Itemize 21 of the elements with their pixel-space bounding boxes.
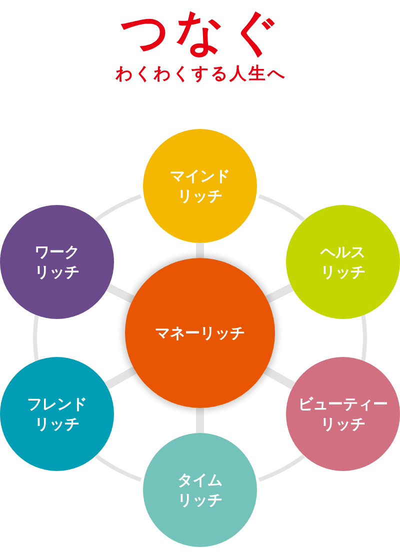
title: つなぐ	[120, 4, 286, 60]
node-label: フレンドリッチ	[26, 394, 88, 434]
node-label: ビューティーリッチ	[296, 394, 389, 434]
node-label: ワークリッチ	[34, 242, 81, 282]
node-label: タイムリッチ	[176, 470, 224, 510]
node-label: マネーリッチ	[154, 322, 246, 344]
ring-arc	[33, 314, 40, 362]
ring-arc	[258, 194, 305, 222]
node-label: マインドリッチ	[169, 166, 231, 206]
spoke-line	[106, 284, 135, 304]
subtitle: わくわくする人生へ	[114, 64, 286, 84]
spoke-line	[265, 284, 294, 304]
ring-arc	[360, 314, 367, 362]
ring-arc	[258, 454, 305, 482]
spoke-line	[196, 408, 204, 433]
ring-arc	[95, 454, 142, 482]
node-label: ヘルスリッチ	[319, 242, 366, 282]
spoke-line	[196, 243, 204, 258]
ring-arc	[95, 194, 142, 222]
spoke-line	[104, 366, 137, 390]
spoke-line	[263, 366, 296, 390]
